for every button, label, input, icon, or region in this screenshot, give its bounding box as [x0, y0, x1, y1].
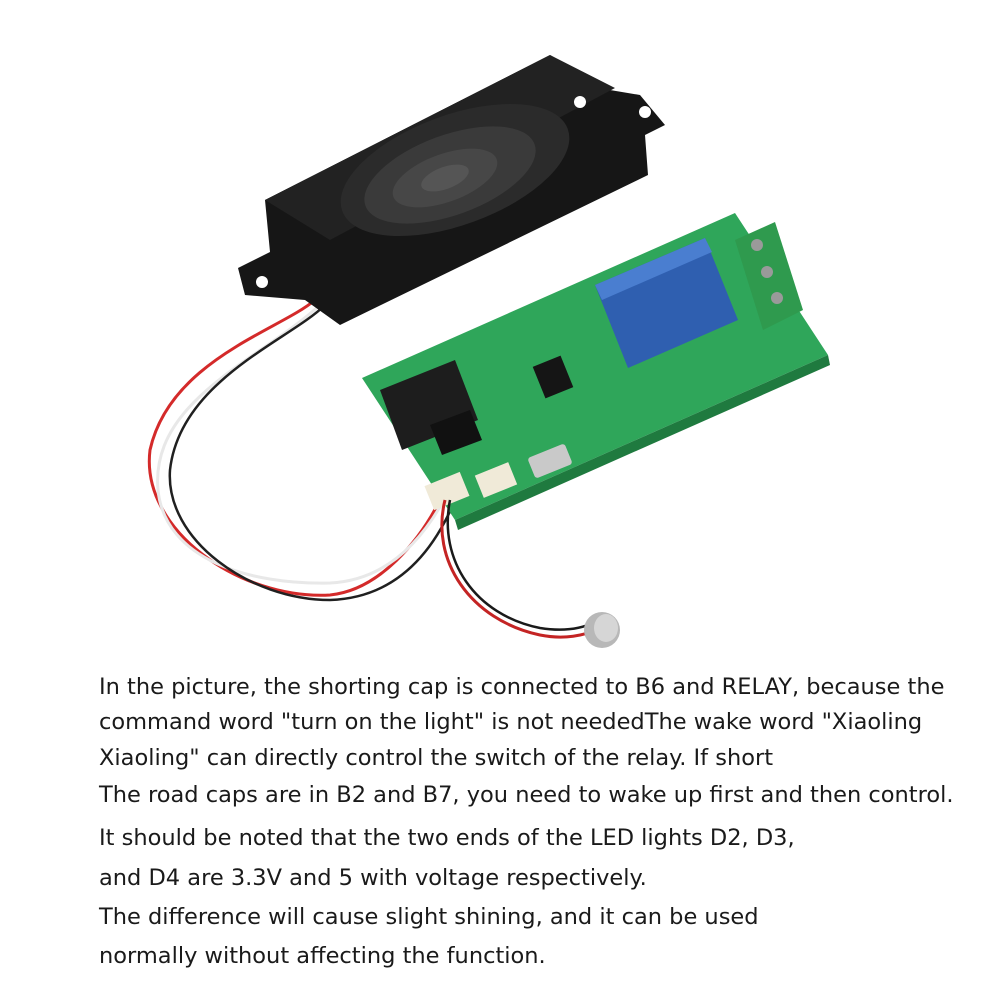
microphone-wire	[440, 499, 596, 639]
caption-line-1: In the picture, the shorting cap is conn…	[99, 674, 945, 700]
caption-line-7: The difference will cause slight shining…	[99, 904, 759, 930]
caption-line-2: command word "turn on the light" is not …	[99, 709, 923, 735]
product-photo	[147, 55, 830, 648]
caption-line-8: normally without affecting the function.	[99, 943, 546, 969]
caption-line-5: It should be noted that the two ends of …	[99, 825, 795, 851]
circuit-board	[362, 213, 830, 530]
microphone	[584, 612, 620, 648]
caption-line-4: The road caps are in B2 and B7, you need…	[99, 782, 954, 808]
chip	[430, 410, 482, 455]
speaker	[238, 55, 665, 325]
speaker-wire-red	[147, 298, 442, 597]
caption-line-3: Xiaoling" can directly control the switc…	[99, 745, 774, 771]
usb-port	[528, 444, 572, 478]
speaker-wire-black	[168, 304, 457, 602]
caption-line-6: and D4 are 3.3V and 5 with voltage respe…	[99, 865, 647, 891]
speaker-wire-white	[156, 303, 447, 585]
jumper-header	[532, 355, 574, 399]
